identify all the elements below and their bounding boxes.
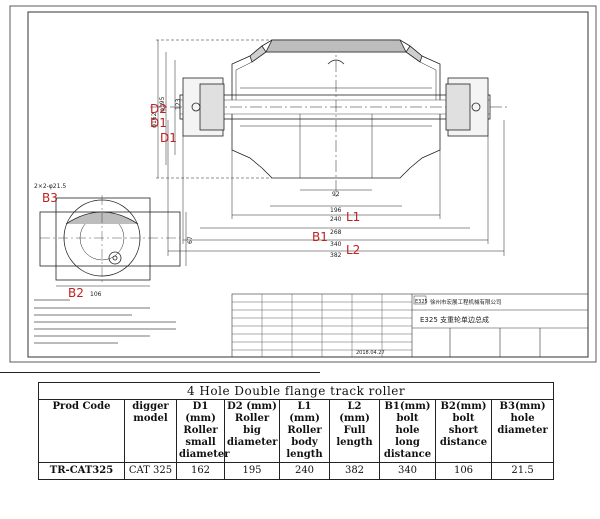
table-header-row: Prod Code digger model D1 (mm) Roller sm…: [38, 399, 555, 463]
dim-196: 196: [330, 207, 342, 214]
header-l2: L2 (mm) Full length: [329, 399, 380, 463]
cell-l1: 240: [279, 462, 330, 480]
cell-d2: 195: [224, 462, 280, 480]
dim-106: 106: [90, 291, 102, 298]
cell-d1: 162: [176, 462, 225, 480]
callout-d2: D2: [150, 102, 167, 116]
header-b3: B3(mm) hole diameter: [490, 399, 555, 463]
header-digger-model: digger model: [124, 399, 177, 463]
dimension-lines: [156, 39, 505, 256]
dim-268: 268: [330, 229, 342, 236]
cell-digger-model: CAT 325: [124, 462, 177, 480]
dim-hole-spec: 2×2-φ21.5: [34, 183, 66, 190]
table-row: TR-CAT325 CAT 325 162 195 240 382 340 10…: [38, 462, 555, 480]
cell-prod-code: TR-CAT325: [38, 462, 125, 480]
cell-b3: 21.5: [490, 462, 555, 480]
header-b1: B1(mm) bolt hole long distance: [379, 399, 436, 463]
callout-d1: D1: [160, 131, 177, 145]
dim-92: 92: [332, 191, 340, 198]
dim-382: 382: [330, 252, 342, 259]
callout-b3: B3: [42, 191, 58, 205]
header-d2: D2 (mm) Roller big diameter: [224, 399, 280, 463]
dim-240: 240: [330, 216, 342, 223]
title-block-date: 2018.04.27: [356, 350, 385, 356]
engineering-drawing: 92 196 240 268 340 382 φ162 φ195 123 D2 …: [9, 5, 597, 363]
cell-b1: 340: [379, 462, 436, 480]
callout-l2: L2: [346, 243, 360, 257]
dim-340: 340: [330, 241, 342, 248]
technical-notes: [34, 299, 176, 344]
callout-b1: B1: [312, 230, 328, 244]
header-b2: B2(mm) bolt short distance: [435, 399, 492, 463]
dim-123: 123: [175, 98, 182, 110]
roller-section-view: [150, 39, 510, 200]
separator-line: [0, 372, 320, 373]
dim-d-big: φ195: [159, 96, 166, 112]
header-d1: D1 (mm) Roller small diameter: [176, 399, 229, 463]
end-view: [39, 195, 187, 287]
spec-table: 4 Hole Double flange track roller Prod C…: [37, 382, 555, 480]
title-block: [231, 293, 589, 358]
callout-d1-upper: D1: [150, 116, 167, 130]
header-l1: L1 (mm) Roller body length: [279, 399, 330, 463]
callout-b2: B2: [68, 286, 84, 300]
header-prod-code: Prod Code: [38, 399, 125, 463]
dim-d-small: φ162: [151, 112, 158, 128]
callout-l1: L1: [346, 210, 360, 224]
dim-67: 67: [187, 236, 194, 244]
title-block-drawing-title: E325 支重轮单边总成: [420, 315, 489, 324]
title-block-model-box: E325: [415, 299, 428, 305]
cell-b2: 106: [435, 462, 492, 480]
title-block-company: 徐州市宏展工程机械有限公司: [430, 298, 502, 306]
table-title: 4 Hole Double flange track roller: [37, 382, 555, 400]
cell-l2: 382: [329, 462, 380, 480]
